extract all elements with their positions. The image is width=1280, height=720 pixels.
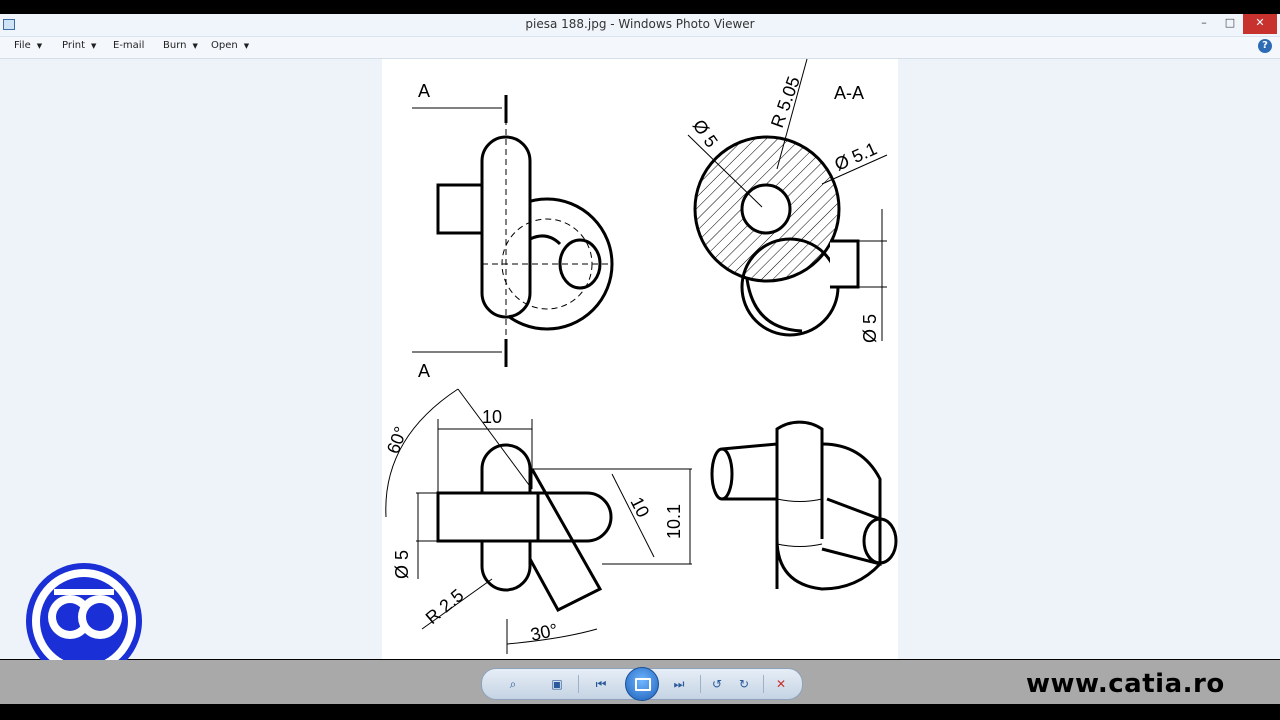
- help-icon[interactable]: ?: [1258, 39, 1272, 53]
- dim-10-diag: 10: [626, 494, 653, 521]
- toolbar-divider: [700, 675, 701, 693]
- menu-email[interactable]: E-mail: [113, 40, 144, 51]
- dim-r25: R 2.5: [422, 585, 468, 628]
- photo-viewer-icon: [3, 19, 15, 30]
- delete-icon[interactable]: ✕: [775, 677, 787, 691]
- next-icon[interactable]: ⏭: [673, 677, 685, 691]
- screen-bottom-border: [0, 704, 1280, 720]
- maximize-button[interactable]: □: [1224, 16, 1236, 29]
- menu-file[interactable]: File ▼: [14, 40, 42, 51]
- menu-email-label: E-mail: [113, 40, 145, 51]
- chevron-down-icon: ▼: [36, 42, 43, 50]
- slideshow-icon: [635, 678, 651, 691]
- section-label-top: A: [418, 81, 430, 101]
- section-title: A-A: [834, 83, 864, 103]
- bottom-toolbar: ⌕ ▣ ⏮ ⏭ ↺ ↻ ✕ www.catia.ro: [0, 660, 1280, 704]
- toolbar-divider: [578, 675, 579, 693]
- chevron-down-icon: ▼: [243, 42, 250, 50]
- menu-file-label: File: [14, 40, 31, 51]
- previous-icon[interactable]: ⏮: [595, 677, 607, 691]
- title-bar: piesa 188.jpg - Windows Photo Viewer – □…: [0, 14, 1280, 37]
- dim-d5-right: Ø 5: [860, 314, 880, 343]
- section-label-bottom: A: [418, 361, 430, 381]
- slideshow-button[interactable]: [625, 667, 659, 701]
- dim-d5-left: Ø 5: [392, 550, 412, 579]
- menu-bar: File ▼ Print ▼ E-mail Burn ▼ Open ▼ ?: [0, 37, 1280, 59]
- menu-burn-label: Burn: [163, 40, 187, 51]
- rotate-ccw-icon[interactable]: ↺: [711, 677, 723, 691]
- dim-d5-top: Ø 5: [689, 116, 722, 151]
- dim-101: 10.1: [664, 504, 684, 539]
- close-button[interactable]: ✕: [1243, 14, 1277, 34]
- menu-burn[interactable]: Burn ▼: [163, 40, 198, 51]
- toolbar-divider: [763, 675, 764, 693]
- image-viewport[interactable]: A A A-A R 5.05 Ø 5 Ø 5.1 Ø 5 10 60° Ø 5 …: [0, 59, 1280, 659]
- dim-r505: R 5.05: [767, 74, 804, 131]
- actual-size-icon[interactable]: ▣: [551, 677, 563, 691]
- zoom-icon[interactable]: ⌕: [509, 677, 517, 691]
- menu-print[interactable]: Print ▼: [62, 40, 96, 51]
- window-title: piesa 188.jpg - Windows Photo Viewer: [525, 17, 755, 31]
- menu-open[interactable]: Open ▼: [211, 40, 249, 51]
- chevron-down-icon: ▼: [192, 42, 198, 50]
- dim-10-top: 10: [482, 407, 502, 427]
- navigation-controls: ⌕ ▣ ⏮ ⏭ ↺ ↻ ✕: [481, 667, 803, 701]
- dim-30: 30°: [529, 620, 560, 645]
- menu-open-label: Open: [211, 40, 238, 51]
- watermark-url: www.catia.ro: [1026, 669, 1225, 699]
- displayed-image: A A A-A R 5.05 Ø 5 Ø 5.1 Ø 5 10 60° Ø 5 …: [382, 59, 898, 659]
- technical-drawing: A A A-A R 5.05 Ø 5 Ø 5.1 Ø 5 10 60° Ø 5 …: [383, 59, 898, 654]
- menu-print-label: Print: [62, 40, 86, 51]
- minimize-button[interactable]: –: [1201, 16, 1207, 29]
- dim-60: 60°: [383, 424, 411, 456]
- chevron-down-icon: ▼: [91, 42, 97, 50]
- rotate-cw-icon[interactable]: ↻: [738, 677, 750, 691]
